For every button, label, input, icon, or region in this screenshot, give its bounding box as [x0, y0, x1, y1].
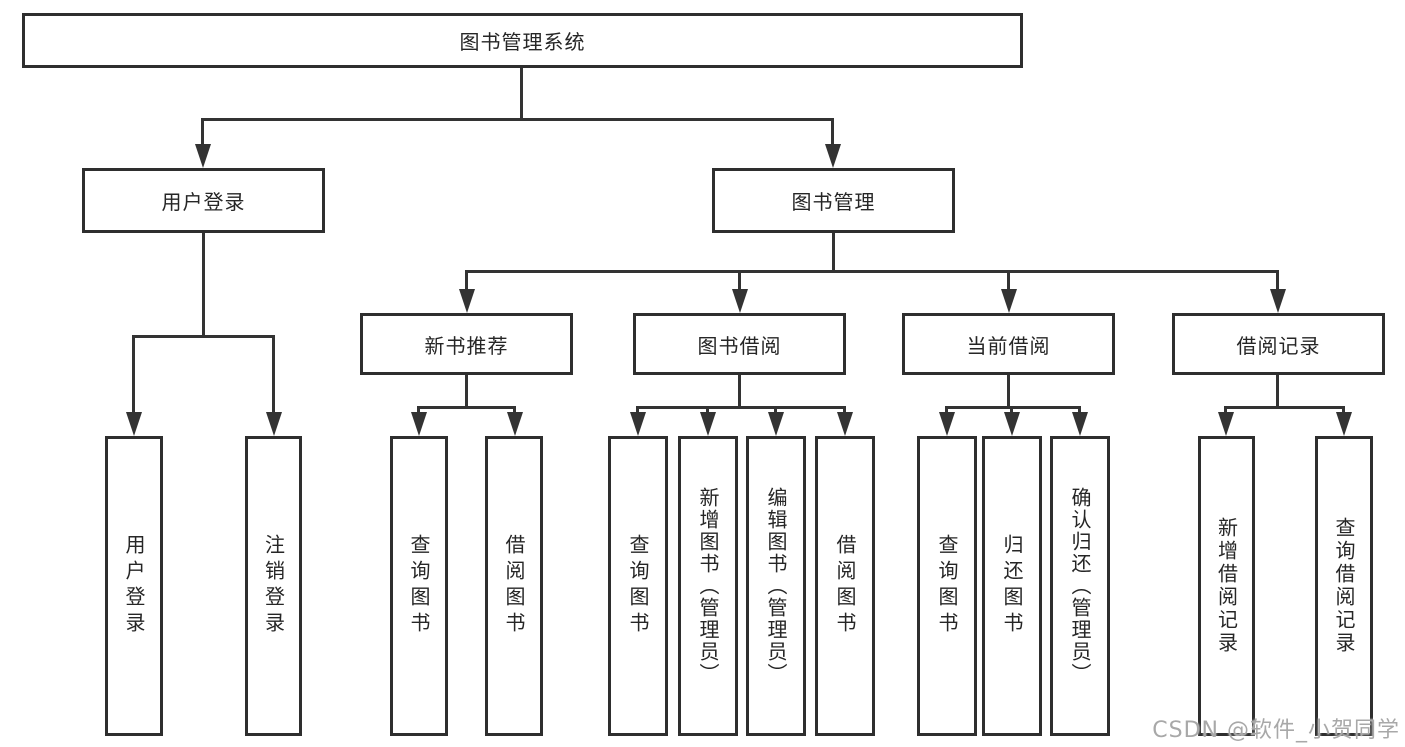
node-library-management-system: 图书管理系统 [22, 13, 1023, 68]
node-new-book-recommendation: 新书推荐 [360, 313, 573, 375]
node-user-login: 用户登录 [82, 168, 325, 233]
arrowhead-down-icon [768, 412, 784, 436]
connector-line [831, 118, 834, 146]
arrowhead-down-icon [411, 412, 427, 436]
arrowhead-down-icon [195, 144, 211, 168]
connector-line [774, 406, 777, 412]
node-borrowing-records: 借阅记录 [1172, 313, 1385, 375]
leaf-query-books-recommend: 查询图书 [390, 436, 448, 736]
connector-line [465, 270, 468, 289]
arrowhead-down-icon [837, 412, 853, 436]
arrowhead-down-icon [732, 289, 748, 313]
connector-line [202, 233, 205, 335]
arrowhead-down-icon [266, 412, 282, 436]
arrowhead-down-icon [1004, 412, 1020, 436]
connector-line [738, 270, 741, 289]
connector-line [636, 406, 639, 412]
leaf-confirm-return-admin: 确认归还（管理员） [1050, 436, 1110, 736]
connector-line [201, 118, 834, 121]
node-book-management: 图书管理 [712, 168, 955, 233]
leaf-add-borrow-record: 新增借阅记录 [1198, 436, 1255, 736]
connector-line [843, 406, 846, 412]
connector-line [465, 270, 1279, 273]
arrowhead-down-icon [1270, 289, 1286, 313]
connector-line [132, 335, 274, 338]
leaf-return-books: 归还图书 [982, 436, 1042, 736]
arrowhead-down-icon [700, 412, 716, 436]
arrowhead-down-icon [459, 289, 475, 313]
leaf-borrow-books: 借阅图书 [815, 436, 875, 736]
node-current-borrowing: 当前借阅 [902, 313, 1115, 375]
leaf-user-login: 用户登录 [105, 436, 163, 736]
leaf-add-books-admin: 新增图书（管理员） [678, 436, 738, 736]
arrowhead-down-icon [1001, 289, 1017, 313]
connector-line [1224, 406, 1227, 412]
connector-line [1276, 270, 1279, 289]
arrowhead-down-icon [507, 412, 523, 436]
connector-line [513, 406, 516, 412]
arrowhead-down-icon [1218, 412, 1234, 436]
arrowhead-down-icon [825, 144, 841, 168]
leaf-edit-books-admin: 编辑图书（管理员） [746, 436, 806, 736]
leaf-query-books-current: 查询图书 [917, 436, 977, 736]
connector-line [1007, 270, 1010, 289]
arrowhead-down-icon [630, 412, 646, 436]
connector-line [636, 406, 846, 409]
leaf-logout: 注销登录 [245, 436, 302, 736]
connector-line [1342, 406, 1345, 412]
connector-line [132, 335, 135, 412]
arrowhead-down-icon [939, 412, 955, 436]
connector-line [520, 68, 523, 118]
leaf-borrow-books-recommend: 借阅图书 [485, 436, 543, 736]
connector-line [417, 406, 420, 412]
connector-line [1007, 375, 1010, 406]
node-book-borrowing: 图书借阅 [633, 313, 846, 375]
leaf-query-borrow-record: 查询借阅记录 [1315, 436, 1373, 736]
arrowhead-down-icon [1336, 412, 1352, 436]
connector-line [272, 335, 275, 412]
connector-line [1010, 406, 1013, 412]
connector-line [201, 118, 204, 146]
connector-line [1078, 406, 1081, 412]
leaf-query-books-borrow: 查询图书 [608, 436, 668, 736]
connector-line [1276, 375, 1279, 406]
connector-line [832, 233, 835, 270]
arrowhead-down-icon [126, 412, 142, 436]
connector-line [945, 406, 948, 412]
connector-line [1224, 406, 1345, 409]
connector-line [465, 375, 468, 406]
connector-line [417, 406, 516, 409]
arrowhead-down-icon [1072, 412, 1088, 436]
csdn-watermark: CSDN @软件_小贺同学 [1152, 718, 1400, 743]
connector-line [738, 375, 741, 406]
connector-line [706, 406, 709, 412]
